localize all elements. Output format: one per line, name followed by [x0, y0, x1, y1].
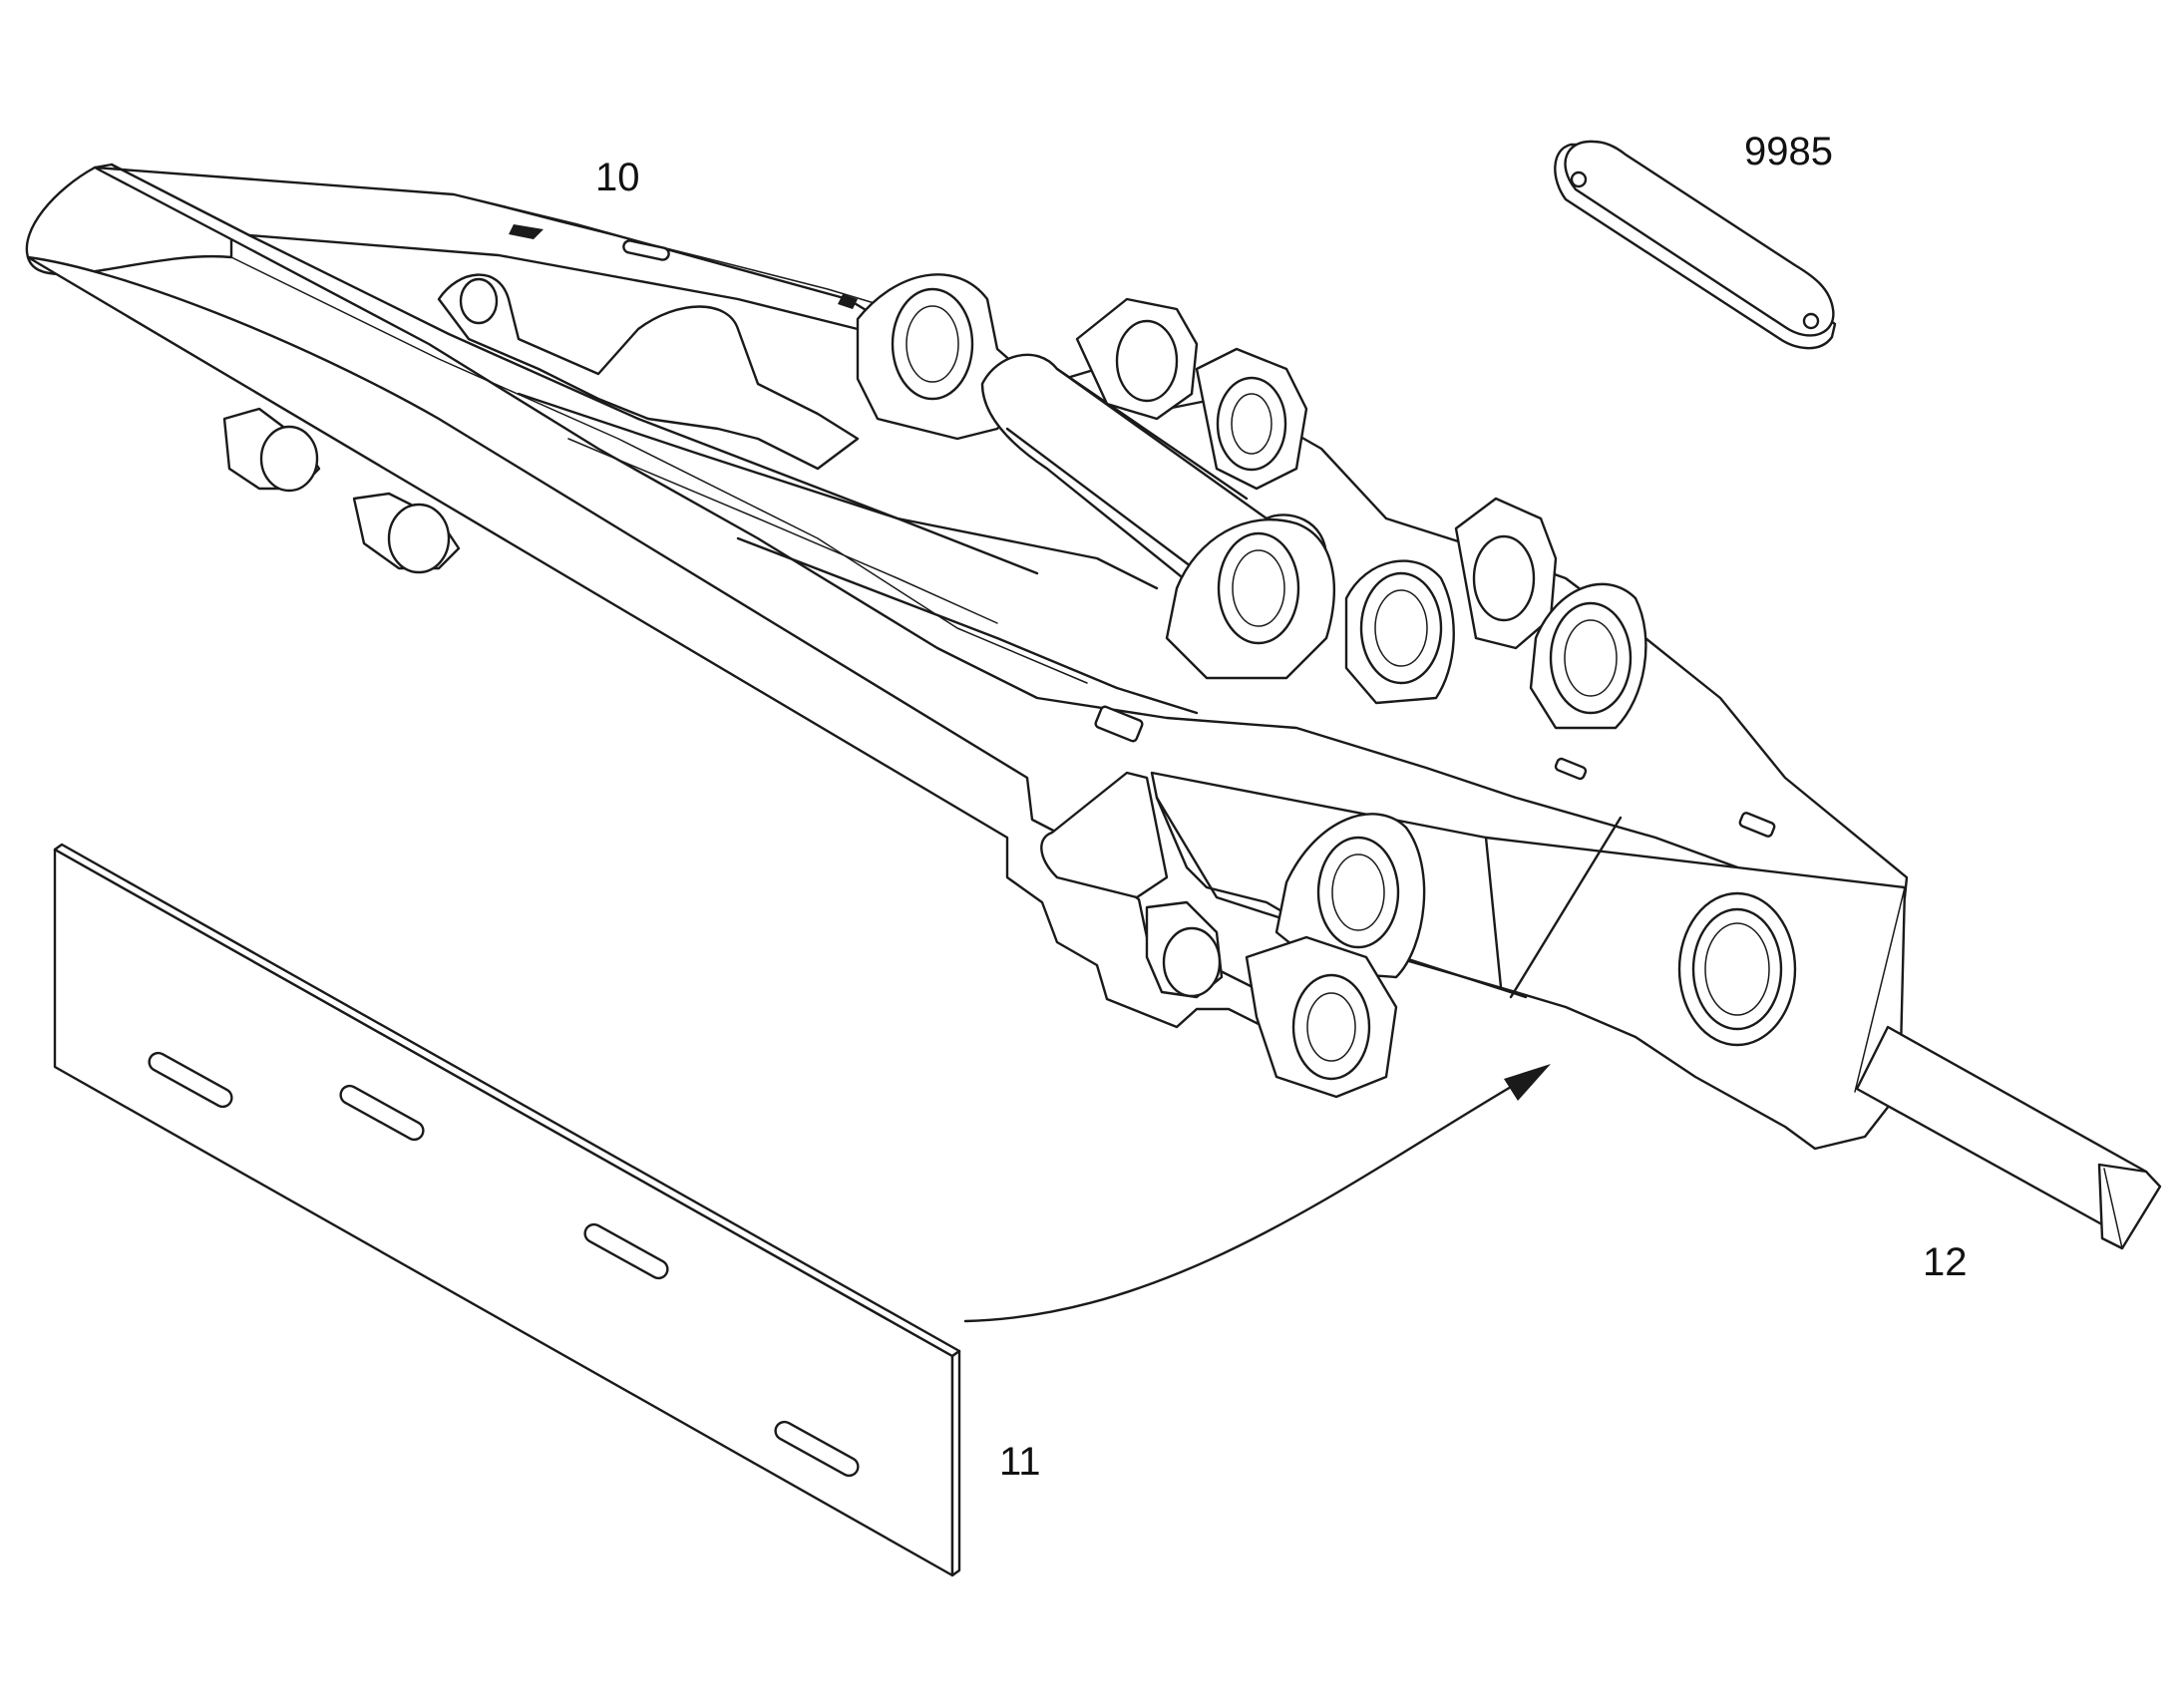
slotted-plate-face	[53, 848, 954, 1577]
lug-bore-1	[891, 287, 974, 401]
callout-part-11: 11	[999, 1440, 1041, 1484]
front-left-lug-inner	[1331, 854, 1385, 931]
oval-plate-hole-right	[1802, 312, 1820, 330]
rod-end-line	[2103, 1168, 2123, 1249]
front-bore-inner	[1704, 922, 1770, 1016]
mid-lug-2-inner	[1374, 589, 1428, 667]
deck-fold-5	[517, 392, 1039, 575]
front-bracket-left	[437, 273, 860, 471]
slotted-plate-part-11	[53, 843, 961, 1577]
plate-slot-1	[148, 1051, 233, 1109]
rear-lug-2-bore	[1549, 601, 1633, 715]
plate-slot-4	[774, 1420, 860, 1478]
deck-fold-4	[230, 256, 1088, 684]
assembly-arrow-curve	[963, 1075, 1530, 1323]
rod-part-12	[1855, 1025, 2162, 1250]
callout-part-12: 12	[1923, 1240, 1968, 1284]
upper-lug-back-2-inner	[1231, 393, 1272, 455]
front-box-edge-3	[1509, 816, 1623, 999]
under-lug-left-1-bore	[259, 425, 319, 493]
front-box-edge-4	[1854, 886, 1906, 1093]
tube-line-1	[1055, 367, 1249, 501]
rear-lug-2-inner	[1564, 619, 1618, 697]
front-box-edge-1	[1155, 796, 1528, 999]
callout-part-9985: 9985	[1744, 130, 1833, 173]
tube-line-2	[1005, 427, 1209, 580]
oval-plate-part-9985	[1554, 140, 1837, 350]
deck-fold-7	[736, 536, 1199, 715]
deck-fold-6	[567, 438, 998, 624]
rod-end-face	[2097, 1163, 2162, 1250]
deck-slot-3	[1554, 757, 1588, 781]
front-box-side-flap	[1040, 771, 1169, 899]
assembly-arrow	[963, 1064, 1551, 1323]
assembly-arrow-head	[1504, 1064, 1551, 1101]
lower-front-lug-bore	[1291, 973, 1371, 1081]
arm-frame-part-10	[25, 163, 1909, 1151]
mid-lug-1-bore	[1217, 531, 1300, 645]
deck-slot-4	[1738, 812, 1776, 838]
deck-slot-1	[622, 239, 670, 261]
deck-slot-2	[1094, 705, 1144, 743]
deck-notch-2	[838, 294, 858, 309]
oval-plate-hole-left	[1570, 171, 1588, 188]
front-left-lug-bore	[1316, 836, 1400, 949]
under-lug-mid-bore	[1162, 926, 1222, 998]
rear-lug-1-bore	[1472, 534, 1536, 622]
front-box-edge-2	[1484, 836, 1503, 989]
front-bracket-hole	[459, 277, 499, 325]
plate-slot-3	[583, 1222, 669, 1280]
arm-left-cap	[25, 163, 233, 276]
slotted-plate-edge-side	[950, 1349, 961, 1577]
front-bore-mid	[1691, 907, 1783, 1031]
plate-slot-2	[339, 1084, 425, 1142]
lower-front-lug-inner	[1306, 992, 1356, 1062]
lug-bore-1-inner	[906, 305, 959, 383]
upper-lug-back-1-bore	[1115, 319, 1179, 403]
under-lug-left-2-bore	[387, 503, 451, 574]
mid-lug-2-bore	[1359, 571, 1443, 685]
deck-fold-3	[453, 193, 879, 305]
deck-fold-2	[247, 233, 860, 331]
mid-lug-1-inner	[1232, 549, 1285, 627]
callout-part-10: 10	[595, 156, 640, 199]
oval-plate-face	[1564, 140, 1835, 337]
deck-notch-1	[509, 224, 544, 239]
upper-lug-back-2-bore	[1216, 376, 1287, 472]
